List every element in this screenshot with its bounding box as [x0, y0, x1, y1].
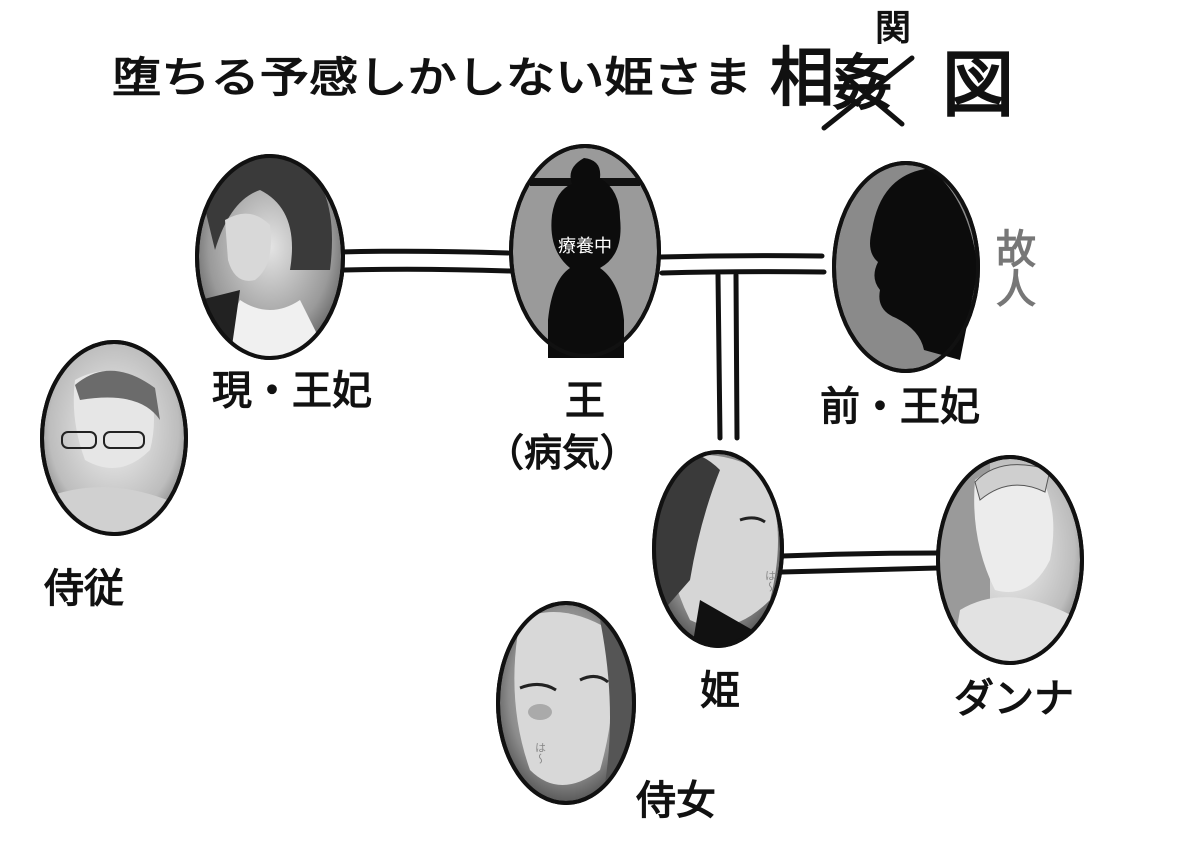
title-char-ai: 相 — [770, 42, 834, 116]
label-maid: 侍女 — [635, 778, 716, 824]
relationship-lines — [337, 248, 941, 575]
label-chamberlain: 侍従 — [43, 566, 124, 612]
marriage-line-princess-husband-2 — [779, 565, 941, 575]
portrait-king: 療養中 王 （病気） — [486, 144, 661, 475]
marriage-line-queen-king-2 — [341, 266, 513, 274]
label-princess: 姫 — [700, 668, 740, 714]
portrait-former-queen: 故人 前・王妃 — [820, 161, 1036, 430]
portrait-maid: は〜 侍女 — [496, 601, 716, 824]
title-correction-char: 関 — [875, 8, 911, 49]
portrait-current-queen: 現・王妃 — [195, 154, 372, 414]
portrait-husband: ダンナ — [936, 455, 1084, 722]
marriage-line-princess-husband-1 — [779, 550, 941, 559]
label-king: 王 — [565, 378, 605, 424]
label-king-note: （病気） — [486, 431, 638, 475]
label-former-queen: 前・王妃 — [820, 384, 980, 430]
sfx-panting-maid: は〜 — [534, 742, 547, 764]
marriage-line-queen-king-1 — [337, 248, 511, 256]
label-current-queen: 現・王妃 — [212, 368, 372, 414]
king-status-badge: 療養中 — [558, 236, 612, 257]
former-queen-silhouette — [870, 168, 978, 360]
title-char-zu: 図 — [942, 43, 1014, 127]
parent-line-1 — [715, 272, 723, 441]
marriage-line-king-former-1 — [657, 253, 825, 260]
strikethrough-mark — [821, 55, 915, 131]
portrait-chamberlain: 侍従 — [40, 340, 188, 612]
portrait-princess: は〜 姫 — [652, 450, 784, 714]
king-silhouette — [548, 158, 624, 358]
sfx-panting-princess: は〜 — [764, 570, 777, 592]
parent-line-2 — [733, 272, 740, 441]
marriage-line-king-former-2 — [659, 269, 827, 276]
label-deceased: 故人 — [989, 228, 1036, 308]
diagram-title: 堕ちる予感しかしない姫さま 相 姦 関 図 — [112, 8, 1014, 131]
title-text: 堕ちる予感しかしない姫さま — [112, 53, 752, 102]
label-husband: ダンナ — [954, 676, 1074, 722]
